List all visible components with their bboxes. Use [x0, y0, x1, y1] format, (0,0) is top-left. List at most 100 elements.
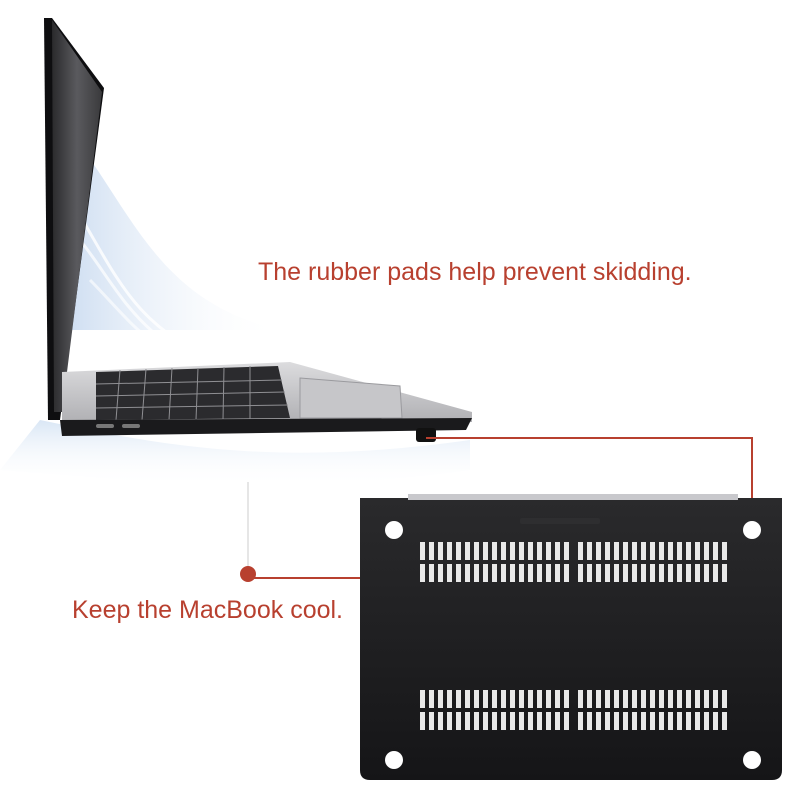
vent-slot	[686, 712, 691, 730]
vent-slot	[677, 712, 682, 730]
vent-slot	[659, 564, 664, 582]
vent-slot	[474, 690, 479, 708]
vent-slot	[420, 712, 425, 730]
vent-slot	[677, 542, 682, 560]
vent-slot	[429, 712, 434, 730]
vent-slot	[578, 690, 583, 708]
vent-slot	[614, 564, 619, 582]
vent-slot	[519, 712, 524, 730]
vent-slot	[537, 542, 542, 560]
vent-slot	[519, 542, 524, 560]
vent-slot	[510, 542, 515, 560]
vent-slot	[555, 542, 560, 560]
vent-slot	[641, 542, 646, 560]
vent-slot	[587, 564, 592, 582]
vent-slot	[492, 690, 497, 708]
vent-slot	[483, 712, 488, 730]
vent-slot	[659, 712, 664, 730]
vent-slot	[483, 542, 488, 560]
foot-hole-top-right	[743, 521, 761, 539]
vent-slot	[650, 542, 655, 560]
vent-slot	[546, 690, 551, 708]
vent-slot	[677, 690, 682, 708]
vent-slot	[528, 690, 533, 708]
vent-slot	[465, 542, 470, 560]
vent-slot	[501, 712, 506, 730]
vent-slot	[632, 564, 637, 582]
vent-slot	[465, 712, 470, 730]
vent-slot	[632, 542, 637, 560]
vent-slot	[537, 712, 542, 730]
vent-slot	[456, 564, 461, 582]
vent-slot	[605, 542, 610, 560]
vent-slot	[438, 542, 443, 560]
vent-slot	[555, 690, 560, 708]
vent-slot	[438, 564, 443, 582]
vent-slot	[623, 690, 628, 708]
vent-slot	[686, 564, 691, 582]
vent-slot	[677, 564, 682, 582]
vent-slot	[528, 564, 533, 582]
callout-rubber-pads: The rubber pads help prevent skidding.	[258, 258, 692, 286]
vent-slot	[587, 542, 592, 560]
vent-slot	[420, 542, 425, 560]
vent-slot	[501, 564, 506, 582]
callout-cooling: Keep the MacBook cool.	[72, 596, 343, 624]
vent-slot	[704, 712, 709, 730]
vent-slot	[605, 564, 610, 582]
vent-slot	[578, 564, 583, 582]
vent-slot	[537, 564, 542, 582]
vent-slot	[438, 712, 443, 730]
vent-slot	[465, 690, 470, 708]
vent-slot	[605, 712, 610, 730]
vent-slot	[474, 712, 479, 730]
bottom-case	[360, 494, 782, 780]
foot-hole-bottom-left	[385, 751, 403, 769]
vent-slot	[501, 542, 506, 560]
vent-slot	[713, 712, 718, 730]
vent-slot	[438, 690, 443, 708]
vent-slot	[713, 690, 718, 708]
vent-slot	[519, 564, 524, 582]
vent-slot	[713, 564, 718, 582]
vent-slot	[596, 712, 601, 730]
vent-grilles	[420, 542, 727, 730]
vent-slot	[659, 542, 664, 560]
vent-slot	[641, 690, 646, 708]
vent-slot	[605, 690, 610, 708]
vent-slot	[695, 712, 700, 730]
vent-slot	[641, 564, 646, 582]
vent-slot	[564, 690, 569, 708]
vent-slot	[492, 712, 497, 730]
vent-slot	[704, 542, 709, 560]
vent-slot	[578, 712, 583, 730]
vent-slot	[578, 542, 583, 560]
vent-slot	[456, 542, 461, 560]
vent-slot	[564, 712, 569, 730]
vent-slot	[465, 564, 470, 582]
vent-slot	[492, 542, 497, 560]
vent-slot	[623, 542, 628, 560]
foot-hole-bottom-right	[743, 751, 761, 769]
vent-slot	[623, 712, 628, 730]
vent-slot	[722, 690, 727, 708]
vent-slot	[668, 542, 673, 560]
vent-slot	[668, 712, 673, 730]
vent-slot	[528, 542, 533, 560]
vent-slot	[668, 564, 673, 582]
vent-slot	[528, 712, 533, 730]
vent-slot	[546, 712, 551, 730]
vent-slot	[623, 564, 628, 582]
rubber-pad	[416, 428, 436, 442]
vent-slot	[704, 690, 709, 708]
vent-slot	[510, 712, 515, 730]
vent-slot	[587, 712, 592, 730]
vent-slot	[659, 690, 664, 708]
vent-slot	[713, 542, 718, 560]
vent-slot	[596, 690, 601, 708]
vent-slot	[546, 542, 551, 560]
vent-slot	[564, 542, 569, 560]
vent-slot	[483, 690, 488, 708]
vent-slot	[632, 712, 637, 730]
